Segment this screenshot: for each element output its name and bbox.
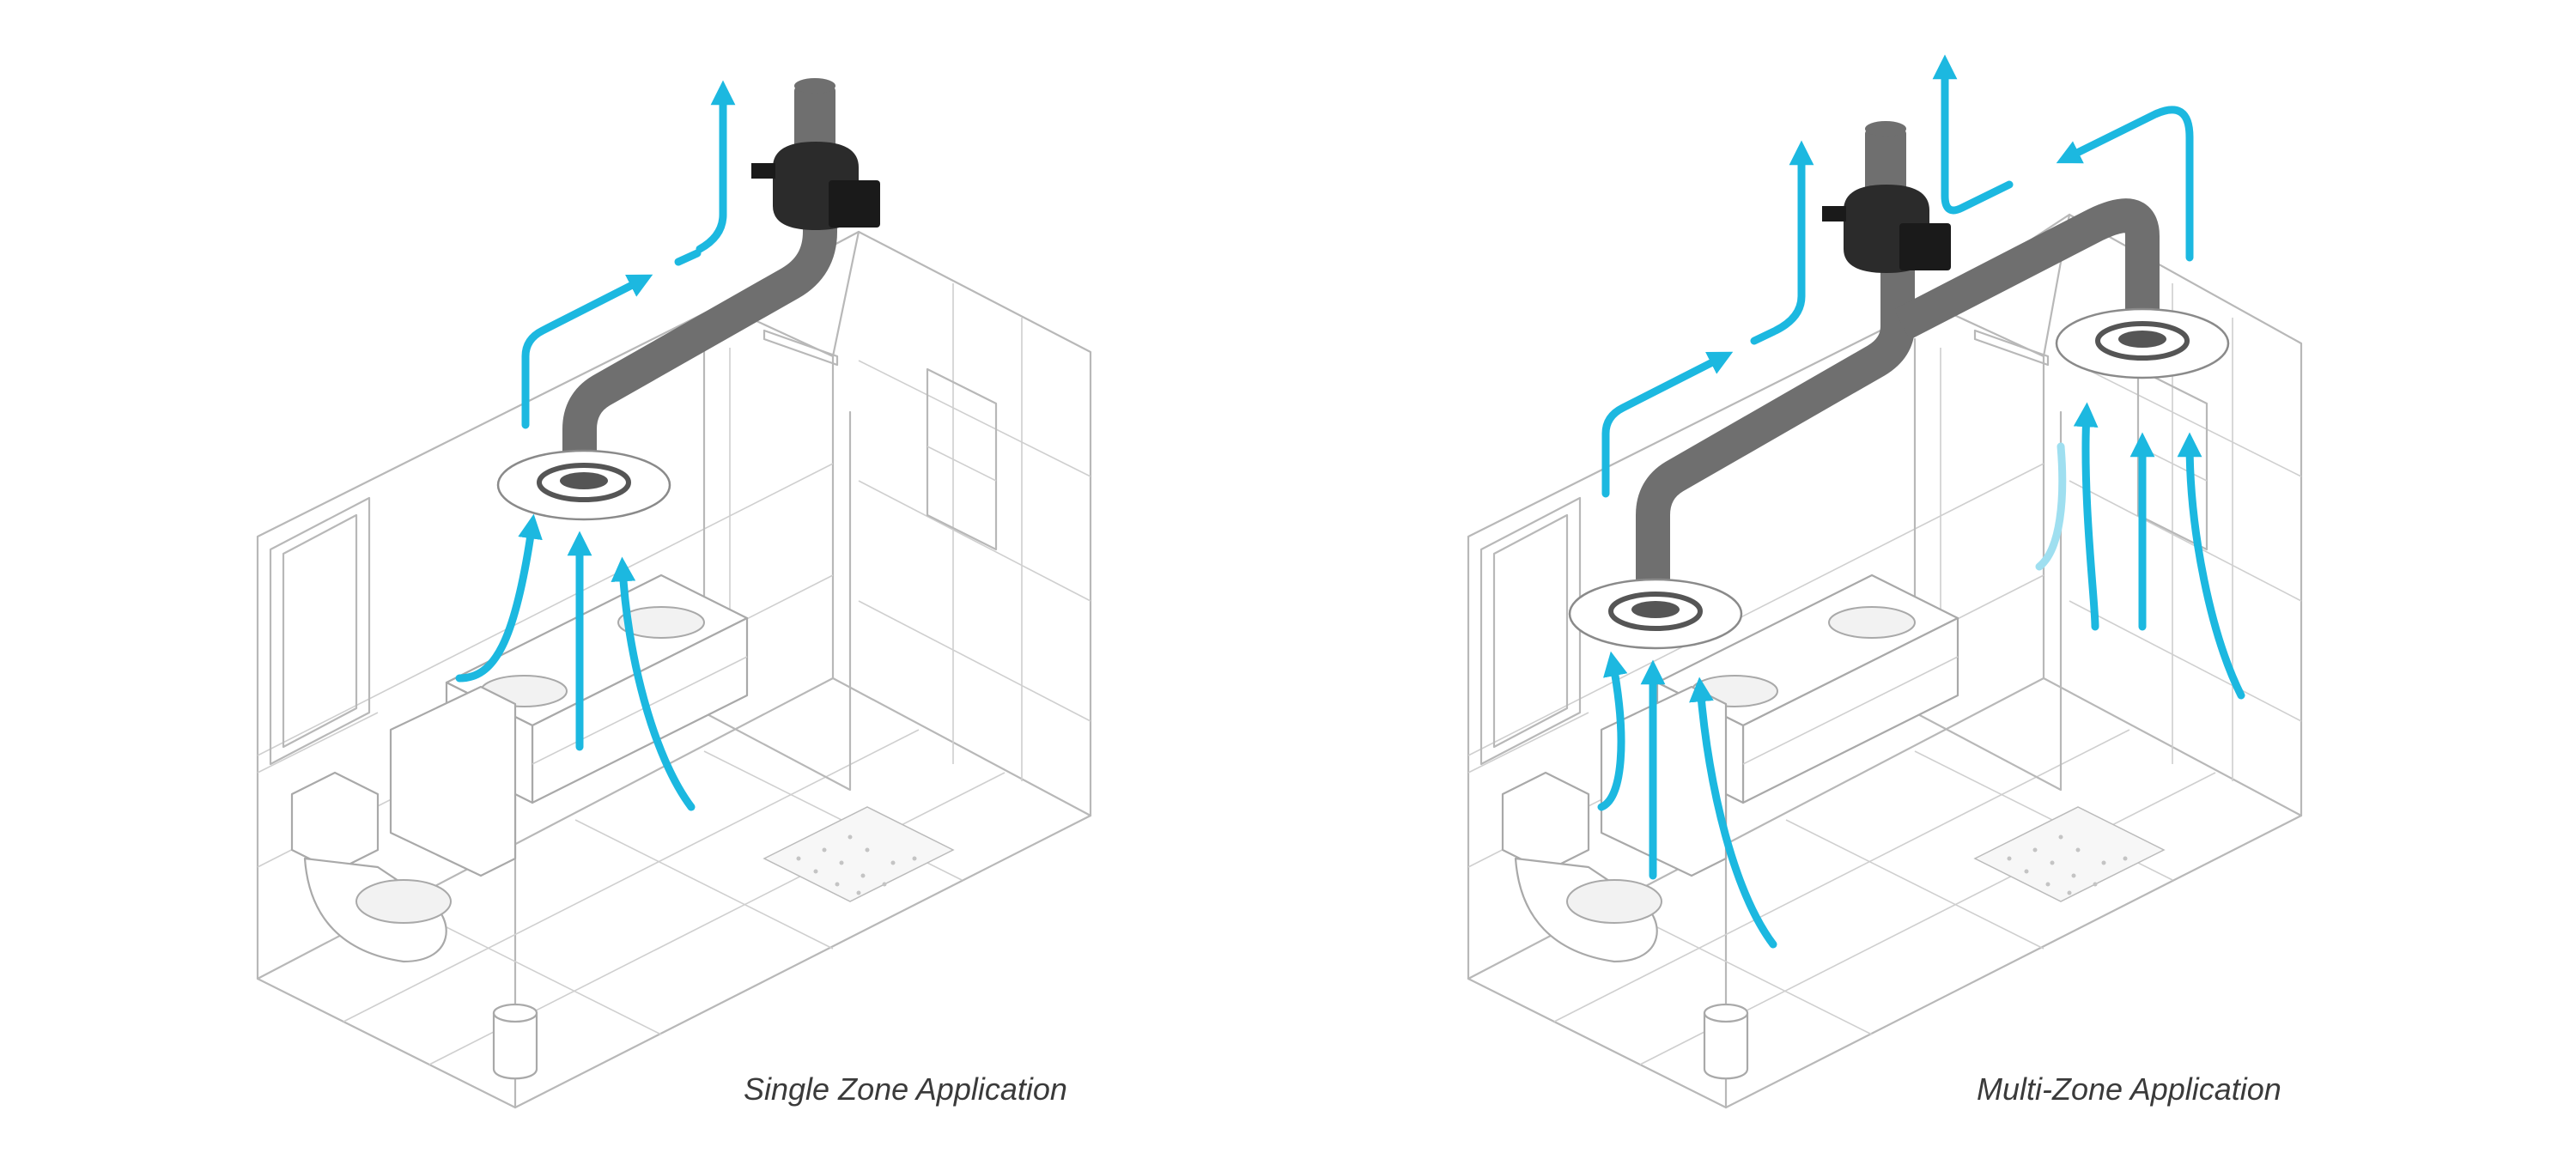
airflow-arrow-icon — [696, 80, 736, 253]
airflow-arrow-icon — [1750, 327, 1778, 345]
bin-icon — [492, 1003, 538, 1080]
room-outline — [256, 230, 1092, 1109]
duct — [1636, 198, 2160, 610]
airflow-arrow-icon — [674, 249, 702, 266]
shower-tray-icon — [1973, 806, 2166, 902]
airflow-arrow-icon — [1597, 651, 1628, 811]
airflow-arrow-icon — [2177, 432, 2245, 700]
airflow-arrow-icon — [1601, 351, 1734, 498]
airflow-arrow-icon — [1771, 140, 1814, 335]
toilet-icon — [1501, 685, 1728, 963]
ceiling-vent-icon — [2055, 307, 2230, 379]
ceiling-vent-icon — [496, 449, 671, 521]
bin-icon — [1703, 1003, 1749, 1080]
single-zone-illustration — [256, 78, 1092, 1109]
multi-zone-illustration — [1467, 54, 2303, 1109]
inline-fan-icon — [1822, 121, 1951, 273]
toilet-icon — [290, 685, 517, 963]
airflow-arrow-icon — [611, 556, 696, 811]
airflow-arrow-icon — [1689, 677, 1777, 949]
airflow-arrow-icon — [2035, 442, 2067, 571]
ceiling-vent-icon — [1568, 578, 1743, 650]
caption-multi-zone: Multi-Zone Application — [1977, 1071, 2281, 1107]
inline-fan-icon — [751, 78, 880, 230]
airflow-arrow-icon — [2056, 106, 2194, 262]
airflow-arrow-icon — [521, 274, 653, 429]
airflow-arrows — [1597, 54, 2245, 949]
shower-tray-icon — [762, 806, 955, 902]
airflow-arrow-icon — [1932, 54, 2014, 215]
duct — [562, 206, 837, 481]
airflow-arrows — [455, 80, 736, 811]
airflow-arrow-icon — [455, 513, 543, 683]
airflow-arrow-icon — [2073, 402, 2099, 631]
caption-single-zone: Single Zone Application — [744, 1071, 1067, 1107]
